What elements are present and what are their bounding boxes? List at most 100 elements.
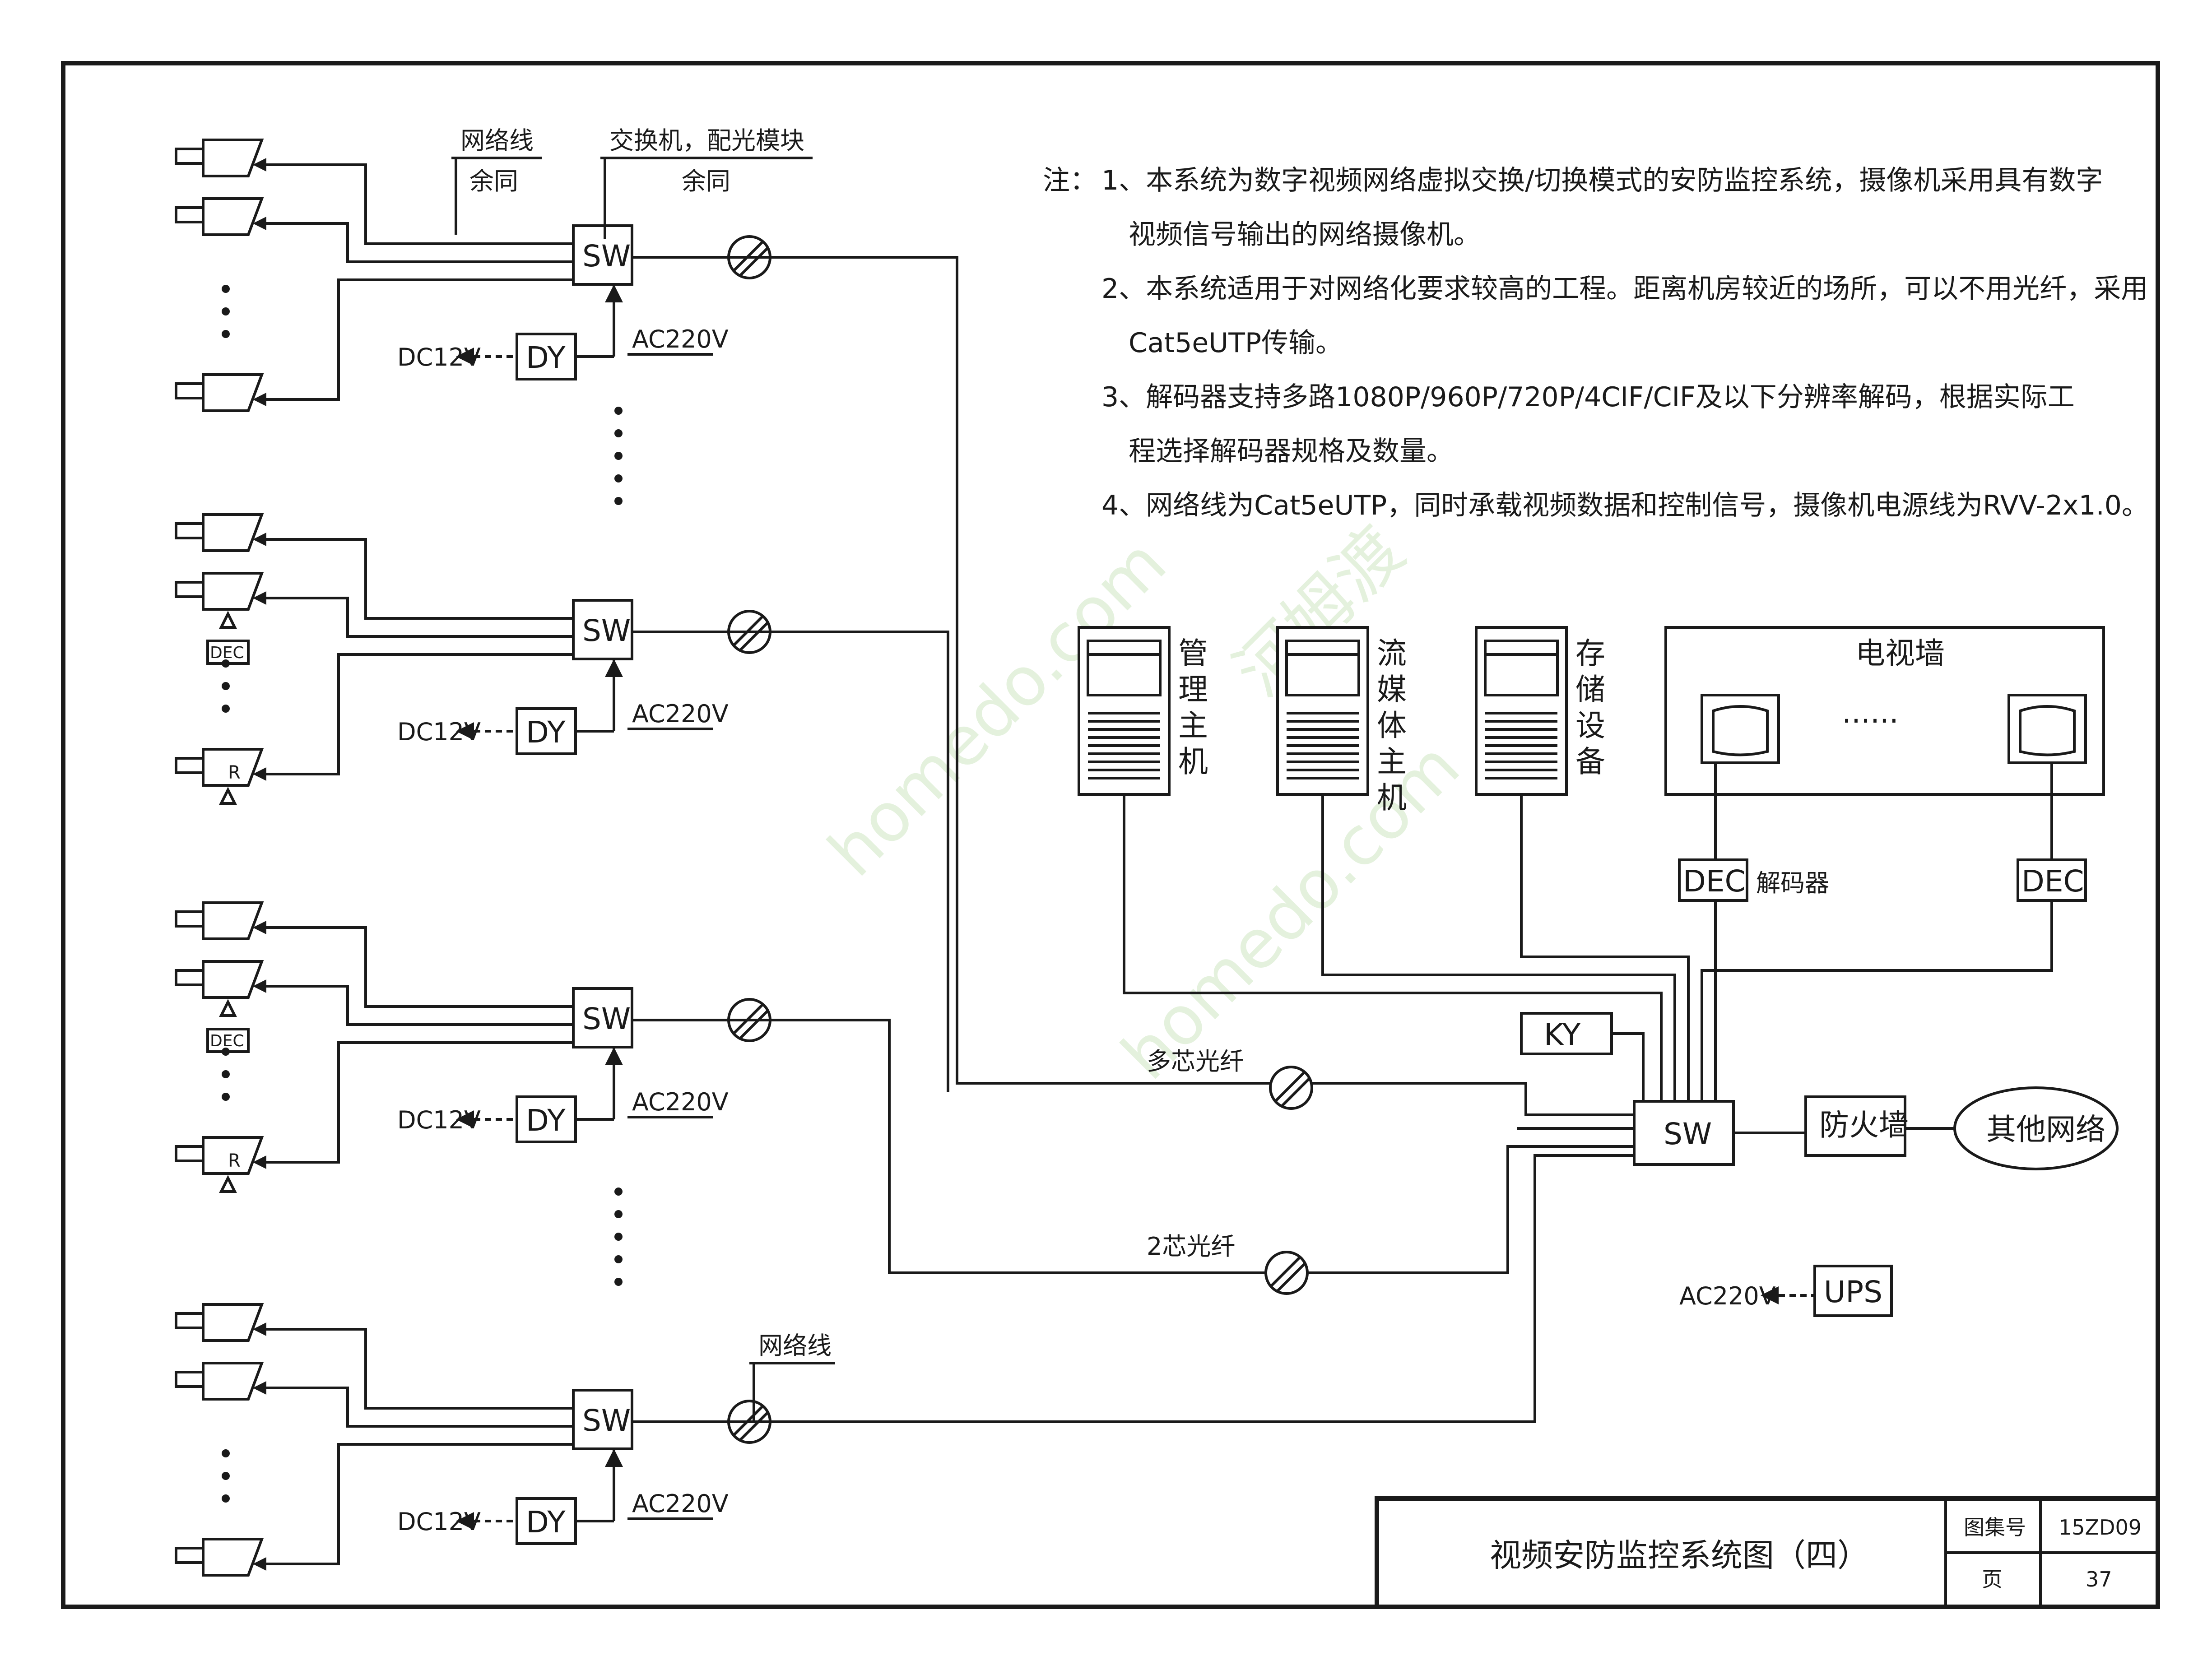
camera-decoder-label: DEC [210, 1032, 244, 1050]
camera-icon [175, 1362, 302, 1401]
same-label: 余同 [469, 167, 518, 195]
page-label: 页 [1982, 1567, 2003, 1591]
ups-label: UPS [1824, 1275, 1882, 1309]
camera-icon [175, 1538, 302, 1577]
camera-icon [175, 901, 302, 940]
access-switch [572, 599, 633, 660]
note-line: 程选择解码器规格及数量。 [1129, 436, 1454, 467]
server-label: 管 [1178, 636, 1208, 671]
core-switch-label: SW [1664, 1117, 1712, 1151]
camera-icon [175, 197, 302, 236]
firewall-label: 防火墙 [1819, 1108, 1909, 1142]
other-network-label: 其他网络 [1986, 1112, 2105, 1147]
dc12v-label: DC12V [397, 343, 481, 371]
power-supply-label: DY [526, 340, 566, 375]
multi-fiber-label: 多芯光纤 [1147, 1047, 1244, 1076]
atlas-no: 15ZD09 [2059, 1515, 2142, 1540]
drawing-frame [61, 61, 2160, 1609]
keyboard-label: KY [1544, 1017, 1581, 1052]
switch-same-label: 余同 [682, 167, 730, 195]
server-label: 机 [1377, 780, 1407, 815]
ac220v-label: AC220V [632, 1088, 729, 1116]
server-label: 主 [1377, 744, 1407, 779]
trunk-line-2 [632, 631, 949, 1092]
camera-icon [175, 960, 302, 999]
server-label: 主 [1178, 708, 1208, 743]
ellipsis-dots [614, 407, 623, 1286]
access-switch-label: SW [582, 239, 631, 274]
switch-label: 交换机，配光模块 [609, 126, 804, 155]
ac220v-label: AC220V [632, 325, 729, 353]
power-supply [516, 1497, 577, 1545]
switch-group: DEC R SW DY DC12V AC220V [175, 901, 771, 1193]
note-line: 4、网络线为Cat5eUTP，同时承载视频数据和控制信号，摄像机电源线为RVV-… [1101, 490, 2149, 521]
dc12v-label: DC12V [397, 1508, 481, 1536]
power-supply-label: DY [526, 1505, 566, 1540]
ac220v-label: AC220V [632, 700, 729, 728]
power-supply-label: DY [526, 1103, 566, 1138]
note-line: 1、本系统为数字视频网络虚拟交换/切换模式的安防监控系统，摄像机采用具有数字 [1101, 165, 2103, 196]
firewall [1804, 1095, 1906, 1157]
monitor-icon [1701, 694, 1780, 764]
dc12v-label: DC12V [397, 1106, 481, 1134]
bottom-network-line-label: 网络线 [758, 1331, 832, 1360]
access-switch-label: SW [582, 613, 631, 648]
title-block: 视频安防监控系统图（四） 图集号 15ZD09 页 37 [1375, 1496, 2160, 1609]
camera-icon [175, 572, 302, 611]
trunk-line-4 [632, 1154, 1643, 1423]
note-line: 视频信号输出的网络摄像机。 [1129, 219, 1481, 250]
trunk-line-1 [632, 256, 1643, 1116]
camera-switch-groups: SW DY DC12V AC220V DEC R SW DY DC12V AC220V DEC R SW… [175, 139, 771, 1577]
decoder-box-label: DEC [2021, 864, 2084, 899]
power-supply [516, 333, 577, 380]
server-label: 机 [1178, 744, 1208, 779]
note-line: Cat5eUTP传输。 [1129, 327, 1343, 359]
camera-icon [175, 1303, 302, 1342]
server-label: 理 [1178, 672, 1208, 707]
server-label: 存 [1575, 636, 1605, 671]
power-supply [516, 1095, 577, 1143]
camera-decoder-label: DEC [210, 644, 244, 662]
camera-decoder [206, 640, 250, 665]
atlas-no-label: 图集号 [1964, 1515, 2026, 1540]
decoder-box [1678, 858, 1748, 902]
svg-text:R: R [228, 762, 241, 783]
server-label: 媒 [1377, 672, 1407, 707]
note-line: 3、解码器支持多路1080P/960P/720P/4CIF/CIF及以下分辨率解… [1101, 381, 2075, 413]
monitor-dots: ······ [1842, 704, 1899, 738]
two-fiber-label: 2芯光纤 [1147, 1232, 1235, 1261]
camera-icon [175, 513, 302, 552]
access-switch-label: SW [582, 1002, 631, 1036]
decoder-box-label: DEC [1683, 864, 1746, 899]
ups-ac-label: AC220V [1679, 1282, 1776, 1310]
ups [1813, 1265, 1893, 1317]
decoder-box [2017, 858, 2087, 902]
access-switch [572, 1389, 633, 1450]
other-network [1953, 1086, 2119, 1170]
server-label: 备 [1575, 744, 1605, 779]
notes-prefix: 注： [1043, 165, 1097, 196]
fiber-symbol [1269, 1066, 1313, 1110]
server-label: 流 [1377, 636, 1407, 671]
network-line-label: 网络线 [460, 126, 534, 155]
camera-icon [175, 139, 302, 177]
dc12v-label: DC12V [397, 718, 481, 746]
trunk-line-3 [632, 1019, 1643, 1274]
switch-group: SW DY DC12V AC220V [175, 139, 771, 412]
decoder-label: 解码器 [1756, 869, 1829, 897]
camera-icon: R [175, 1136, 302, 1175]
camera-icon: R [175, 748, 302, 787]
access-switch-label: SW [582, 1403, 631, 1438]
note-line: 2、本系统适用于对网络化要求较高的工程。距离机房较近的场所，可以不用光纤，采用 [1101, 273, 2148, 305]
server-label: 体 [1377, 708, 1407, 743]
camera-decoder [206, 1028, 250, 1053]
notes-block: 注： 1、本系统为数字视频网络虚拟交换/切换模式的安防监控系统，摄像机采用具有数… [1043, 165, 2149, 521]
camera-icon [175, 373, 302, 412]
page-no: 37 [2086, 1567, 2112, 1591]
